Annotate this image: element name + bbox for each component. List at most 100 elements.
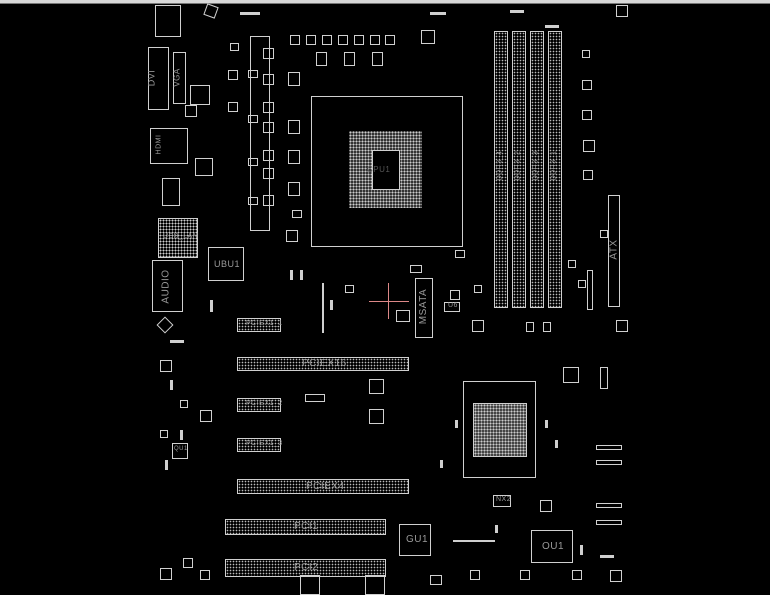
msata-connector[interactable]: MSATA — [415, 278, 433, 338]
smd-component — [228, 70, 238, 80]
smd-component — [421, 30, 435, 44]
smd-component — [288, 150, 300, 164]
mount-hole — [156, 316, 174, 334]
pci1-slot[interactable]: PCI1 — [225, 519, 386, 535]
ddr3-3-label: DDR3_3 — [532, 150, 540, 181]
smd-component — [263, 150, 274, 161]
usb-lan-connector[interactable]: USB_LAN — [158, 218, 198, 258]
smd-component — [228, 102, 238, 112]
smd-component — [160, 568, 172, 580]
smd-component — [160, 430, 168, 438]
audio-label: AUDIO — [160, 269, 172, 304]
smd-component — [470, 570, 480, 580]
pad — [600, 555, 614, 558]
usb-connector[interactable] — [162, 178, 180, 206]
ou1-chip[interactable]: OU1 — [531, 530, 573, 563]
ubu1-label: UBU1 — [214, 259, 241, 269]
smd-component — [185, 105, 197, 117]
pci2-label: PCI2 — [294, 562, 319, 573]
smd-component — [263, 122, 274, 133]
ddr3-slot-3[interactable]: DDR3_3 — [530, 31, 544, 308]
smd-component — [345, 285, 354, 293]
pad — [440, 460, 443, 468]
smd-component — [543, 322, 551, 332]
pciex16-label: PCIEX16 — [302, 358, 347, 369]
smd-component — [230, 43, 239, 51]
pad — [510, 10, 524, 13]
vga-connector[interactable]: VGA — [173, 52, 186, 104]
gu1-label: GU1 — [406, 534, 429, 545]
smd-component — [195, 158, 213, 176]
smd-component — [263, 48, 274, 59]
header — [596, 445, 622, 450]
smd-component — [410, 265, 422, 273]
header — [596, 460, 622, 465]
ps2-connector[interactable] — [155, 5, 181, 37]
smd-component — [190, 85, 210, 105]
smd-component — [344, 52, 355, 66]
chip — [563, 367, 579, 383]
pad — [210, 300, 213, 312]
smd-component — [354, 35, 364, 45]
smd-component — [474, 285, 482, 293]
nx2-label: NX2 — [496, 496, 512, 503]
chip — [203, 3, 219, 19]
smd-component — [288, 120, 300, 134]
pad — [165, 460, 168, 470]
pci2-slot[interactable]: PCI2 — [225, 559, 386, 577]
top-border — [0, 0, 770, 4]
smd-component — [263, 74, 274, 85]
smd-component — [288, 72, 300, 86]
pciex1-2-slot[interactable]: PCIEX1_2 — [237, 398, 282, 412]
cpu-label: CPU1 — [367, 165, 391, 174]
usb-lan-label: USB_LAN — [163, 233, 199, 240]
pciex16-slot[interactable]: PCIEX16 — [237, 357, 409, 371]
audio-connector[interactable]: AUDIO — [152, 260, 183, 312]
smd-component — [263, 195, 274, 206]
gu1-chip[interactable]: GU1 — [399, 524, 431, 556]
pciex1-3-slot[interactable]: PCIEX1_3 — [237, 438, 282, 452]
smd-component — [263, 168, 274, 179]
smd-component — [292, 210, 302, 218]
smd-component — [582, 80, 592, 90]
dvi-connector[interactable]: DVI — [146, 47, 169, 110]
hdmi-label: HDMI — [155, 134, 163, 155]
u6-chip[interactable]: U6 — [444, 302, 460, 312]
hdmi-connector[interactable]: HDMI — [150, 128, 188, 164]
cpu-socket-outline[interactable] — [311, 96, 463, 247]
pch-chip[interactable] — [473, 403, 527, 457]
pciex4-slot[interactable]: PCIEX4 — [237, 479, 409, 494]
chip — [369, 379, 384, 394]
mount-hole — [616, 320, 628, 332]
cpu-die: CPU1 — [367, 150, 400, 190]
ddr3-slot-4[interactable]: DDR3_4 — [494, 31, 508, 308]
smd-component — [248, 70, 258, 78]
qu1-chip[interactable]: QU1 — [172, 443, 188, 459]
ddr3-2-label: DDR3_2 — [514, 150, 522, 181]
header — [600, 367, 608, 389]
ou1-label: OU1 — [542, 541, 565, 552]
smd-component — [568, 260, 576, 268]
vrm-heatsink-outline — [250, 36, 270, 231]
pciex1-1-slot[interactable]: PCIEX1_1 — [237, 318, 282, 332]
pch-outline[interactable] — [463, 381, 536, 478]
smd-component — [200, 410, 212, 422]
smd-component — [183, 558, 193, 568]
nx2-chip[interactable]: NX2 — [493, 495, 511, 507]
pad — [290, 270, 293, 280]
ddr3-slot-1[interactable]: DDR3_1 — [548, 31, 562, 308]
vga-label: VGA — [172, 68, 182, 87]
smd-component — [578, 280, 586, 288]
atx-connector[interactable]: ATX — [608, 195, 620, 307]
pad — [495, 525, 498, 533]
ddr3-slot-2[interactable]: DDR3_2 — [512, 31, 526, 308]
smd-component — [385, 35, 395, 45]
smd-component — [450, 290, 460, 300]
header — [596, 520, 622, 525]
smd-component — [180, 400, 188, 408]
ddr3-1-label: DDR3_1 — [550, 150, 558, 181]
ubu1-chip[interactable]: UBU1 — [208, 247, 244, 281]
pad — [330, 300, 333, 310]
smd-component — [583, 170, 593, 180]
